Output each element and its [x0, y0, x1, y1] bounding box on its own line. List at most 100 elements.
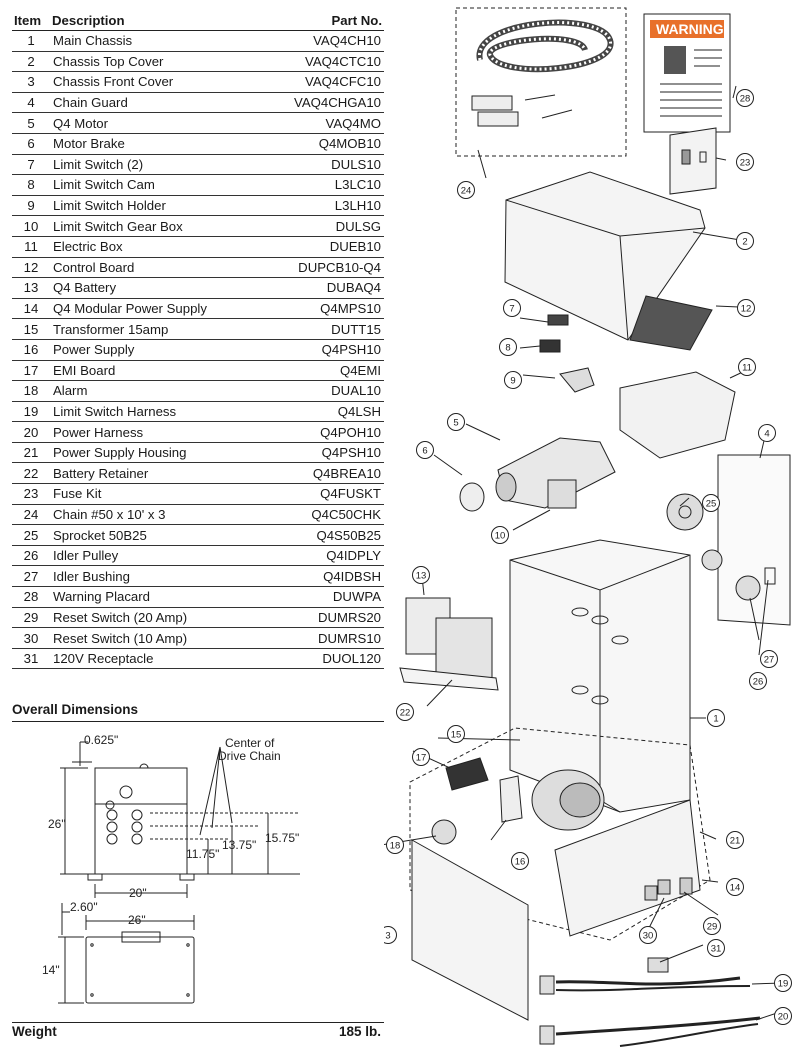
callout-31: 31 [707, 939, 725, 957]
item-number: 1 [12, 30, 50, 52]
callout-2: 2 [736, 232, 754, 250]
callout-10: 10 [491, 526, 509, 544]
callout-number: 8 [505, 342, 510, 353]
part-number: Q4PSH10 [261, 442, 384, 464]
item-number: 31 [12, 648, 50, 670]
callout-number: 7 [509, 303, 514, 314]
part-number: Q4BREA10 [261, 462, 384, 485]
callout-7: 7 [503, 299, 521, 317]
callout-13: 13 [412, 566, 430, 584]
callout-23: 23 [736, 153, 754, 171]
item-description: Q4 Battery [50, 277, 262, 299]
item-number: 10 [12, 215, 50, 237]
callout-number: 10 [495, 530, 506, 541]
item-description: Battery Retainer [50, 462, 262, 485]
callout-number: 3 [385, 930, 390, 941]
item-description: Q4 Motor [50, 112, 262, 134]
part-number: Q4EMI [261, 360, 384, 382]
callout-number: 31 [711, 943, 722, 954]
part-number: DUWPA [261, 586, 384, 608]
dim-plan-depth: 14" [42, 963, 60, 977]
callout-number: 2 [742, 236, 747, 247]
dim-d1: 11.75" [186, 847, 219, 861]
part-number: VAQ4CTC10 [261, 51, 384, 73]
item-description: Fuse Kit [50, 483, 262, 505]
callout-5: 5 [447, 413, 465, 431]
item-number: 14 [12, 298, 50, 320]
callout-20: 20 [774, 1007, 792, 1025]
callout-number: 22 [400, 707, 411, 718]
item-description: Chain Guard [50, 92, 262, 114]
dim-center-note-2: Drive Chain [218, 749, 281, 763]
callout-number: 23 [740, 157, 751, 168]
item-description: Warning Placard [50, 586, 262, 608]
item-number: 2 [12, 51, 50, 73]
callout-number: 25 [706, 498, 717, 509]
dim-plan-width: 26" [128, 913, 146, 927]
callout-number: 16 [515, 856, 526, 867]
item-number: 4 [12, 92, 50, 114]
callout-12: 12 [737, 299, 755, 317]
item-number: 13 [12, 277, 50, 299]
part-number: L3LH10 [261, 195, 384, 217]
front-cover [411, 839, 529, 1021]
item-number: 30 [12, 627, 50, 649]
callout-number: 6 [422, 445, 427, 456]
callout-16: 16 [511, 852, 529, 870]
callout-22: 22 [396, 703, 414, 721]
callout-17: 17 [412, 748, 430, 766]
callout-number: 19 [778, 978, 789, 989]
callout-29: 29 [703, 917, 721, 935]
part-number: DULS10 [261, 154, 384, 176]
item-description: Limit Switch Gear Box [50, 215, 262, 237]
item-number: 18 [12, 380, 50, 402]
callout-30: 30 [639, 926, 657, 944]
dim-top-offset: 0.625" [84, 733, 118, 747]
part-number: DUBAQ4 [261, 277, 384, 299]
item-number: 21 [12, 442, 50, 464]
part-number: DUEB10 [261, 236, 384, 258]
callout-number: 26 [753, 676, 764, 687]
item-description: Alarm [50, 380, 262, 402]
callout-number: 30 [643, 930, 654, 941]
item-description: Idler Pulley [50, 545, 262, 567]
item-number: 8 [12, 174, 50, 196]
part-number: DUTT15 [261, 318, 384, 340]
warning-label: WARNING [656, 21, 724, 37]
dim-plan-offset: 2.60" [70, 900, 98, 914]
part-number: Q4S50B25 [261, 524, 384, 546]
part-number: DUMRS10 [261, 627, 384, 649]
callout-3: 3 [384, 926, 397, 944]
item-description: EMI Board [50, 360, 262, 382]
weight-rule [12, 1022, 384, 1023]
part-number: DUPCB10-Q4 [261, 257, 384, 279]
callout-number: 15 [451, 729, 462, 740]
part-number: VAQ4CH10 [261, 30, 384, 52]
callout-number: 1 [713, 713, 718, 724]
item-number: 15 [12, 318, 50, 340]
callout-4: 4 [758, 424, 776, 442]
callout-number: 11 [742, 362, 752, 373]
callout-28: 28 [736, 89, 754, 107]
callout-number: 28 [740, 93, 751, 104]
item-description: Power Supply Housing [50, 442, 262, 464]
item-number: 28 [12, 586, 50, 608]
part-number: Q4C50CHK [261, 504, 384, 526]
item-description: Reset Switch (10 Amp) [50, 627, 262, 649]
item-description: Q4 Modular Power Supply [50, 298, 262, 320]
callout-25: 25 [702, 494, 720, 512]
